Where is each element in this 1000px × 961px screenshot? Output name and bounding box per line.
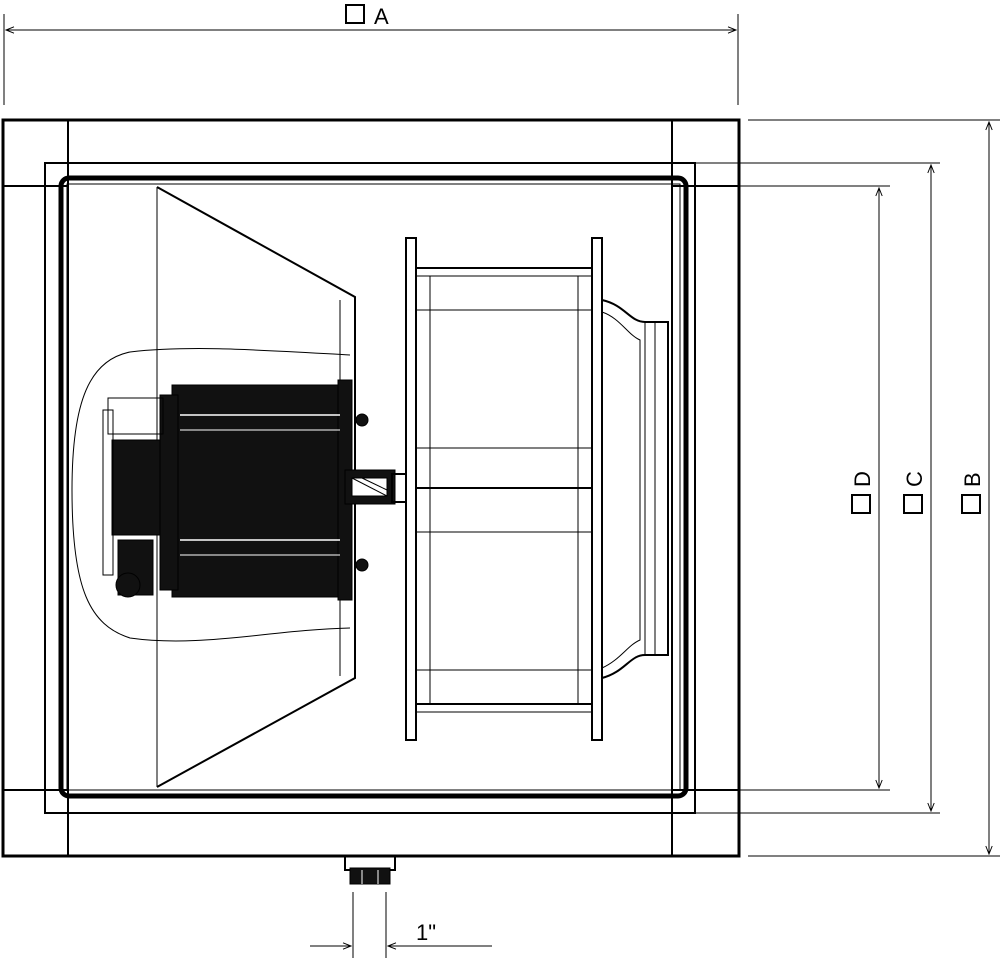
- dimension-c-label: C: [902, 471, 927, 487]
- motor-envelope: [71, 348, 351, 642]
- dimension-extensions: [686, 119, 1000, 857]
- dimension-a-label: A: [374, 4, 389, 29]
- dimension-pipe: 1": [310, 892, 492, 958]
- dimension-pipe-label: 1": [416, 920, 436, 945]
- square-icon: [961, 494, 981, 514]
- housing-frame: [1, 118, 741, 858]
- square-icon: [903, 494, 923, 514]
- square-icon: [851, 494, 871, 514]
- square-icon: [345, 4, 365, 24]
- dimension-b: B: [960, 122, 989, 854]
- dimension-b-label: B: [960, 472, 985, 487]
- impeller: [405, 237, 669, 741]
- dimension-d: D: [850, 188, 879, 788]
- drain-fitting: [344, 855, 396, 885]
- motor: [102, 379, 407, 601]
- dimension-c: C: [902, 165, 931, 811]
- dimension-d-label: D: [850, 471, 875, 487]
- dimension-a: A: [3, 4, 739, 105]
